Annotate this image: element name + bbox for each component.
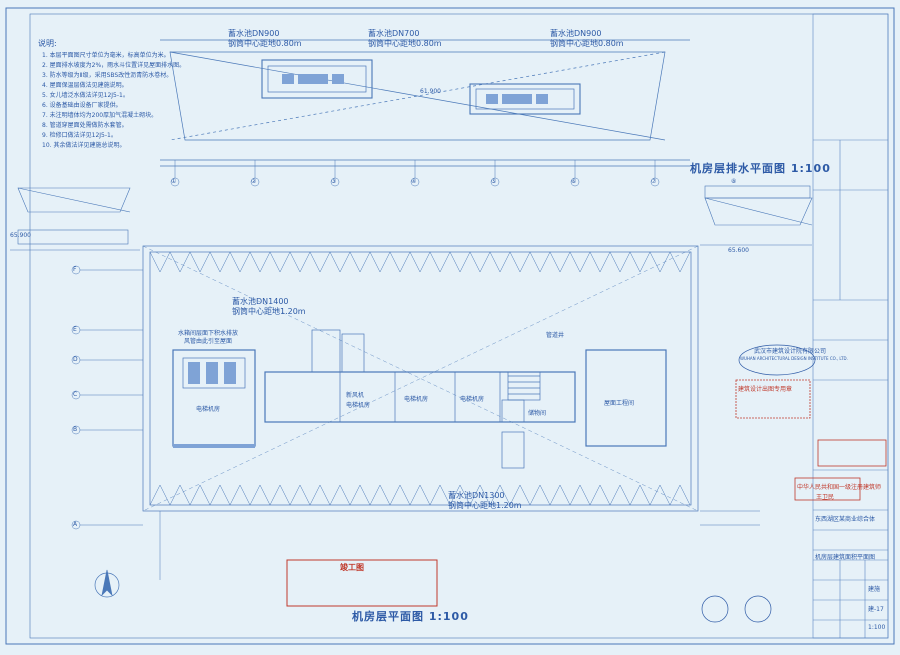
grid-top-6: ⑥: [571, 178, 577, 185]
upper-plan-title: 机房层排水平面图 1:100: [690, 162, 831, 175]
lower-plan-title: 机房层平面图 1:100: [352, 610, 469, 623]
drawing-name: 机房层建筑面积平面图: [815, 554, 876, 561]
grid-side-A: A: [73, 521, 78, 528]
lower-plan-equipment: [173, 362, 255, 448]
project-name: 东西湖区某商业综合体: [815, 516, 876, 523]
room-label-right: 屋面工程间: [604, 400, 635, 407]
elevation-3: 61.900: [420, 88, 441, 95]
room-note-left: 水箱间层面下积水排放: [178, 330, 239, 337]
grid-top-1: ①: [171, 178, 177, 185]
upper-grid-ticks: [170, 160, 660, 187]
pipe-note-lower-top-2: 钢筒中心距地1.20m: [232, 307, 306, 316]
grid-side-B: B: [73, 426, 78, 433]
pipe-note-lower-top-1: 蓄水池DN1400: [232, 297, 289, 306]
completed-stamp: 竣工图: [340, 563, 364, 572]
pipe-note-lower-bottom-1: 蓄水池DN1300: [448, 491, 505, 500]
upper-plan-equipment: [282, 74, 548, 104]
note-line-1: 1. 本层平面图尺寸单位为毫米，标高单位为米。: [42, 52, 170, 59]
pipe-note-upper-mid-2: 钢筒中心距地0.80m: [368, 39, 442, 48]
grid-top-4: ④: [411, 178, 417, 185]
grid-side-E: E: [73, 326, 77, 333]
grid-top-2: ②: [251, 178, 257, 185]
red-stamps: [286, 379, 887, 607]
title-block: [812, 13, 889, 639]
pipe-note-upper-mid-1: 蓄水池DN700: [368, 29, 420, 38]
grid-side-D: D: [73, 356, 78, 363]
scale: 1:100: [868, 624, 886, 631]
grid-side-C: C: [73, 391, 78, 398]
company-en: WUHAN ARCHITECTURAL DESIGN INSTITUTE CO.…: [740, 356, 848, 361]
note-line-6: 6. 设备基础由设备厂家提供。: [42, 102, 122, 109]
note-line-5: 5. 女儿墙泛水做法详见12J5-1。: [42, 92, 129, 99]
north-arrow: [94, 569, 120, 598]
seal-mid: 中华人民共和国一级注册建筑师: [797, 484, 882, 491]
blue-seals: [701, 344, 816, 623]
pipe-note-upper-right-2: 钢筒中心距地0.80m: [550, 39, 624, 48]
grid-top-5: ⑤: [491, 178, 497, 185]
pipe-note-upper-left-1: 蓄水池DN900: [228, 29, 280, 38]
detail-left: [10, 187, 140, 251]
pipe-note-upper-right-1: 蓄水池DN900: [550, 29, 602, 38]
note-line-2: 2. 屋面排水坡度为2%，雨水斗位置详见屋面排水图。: [42, 62, 186, 69]
company-cn: 武汉市建筑设计院有限公司: [754, 348, 827, 355]
room-label-mid-2: 电梯机房: [346, 402, 371, 409]
note-line-3: 3. 防水等级为Ⅱ级，采用SBS改性沥青防水卷材。: [42, 72, 173, 79]
note-line-8: 8. 管道穿屋面处需做防水套管。: [42, 122, 128, 129]
room-label-mid: 新风机: [346, 392, 365, 399]
upper-plan: [160, 39, 690, 167]
elevation-1: 65.900: [10, 232, 31, 239]
seal-name: 王卫民: [816, 494, 835, 501]
sheet-border: [5, 7, 895, 645]
elevation-2: 65.600: [728, 247, 749, 254]
room-label-equip1: 电梯机房: [404, 396, 429, 403]
room-label-store: 储物间: [528, 410, 547, 417]
sheet-no: 建-17: [868, 606, 884, 613]
sheet-inner-border: [29, 13, 889, 639]
note-line-10: 10. 其余做法详见建施总说明。: [42, 142, 126, 149]
discipline: 建施: [868, 586, 881, 593]
notes-heading: 说明:: [38, 39, 57, 48]
pipe-note-upper-left-2: 钢筒中心距地0.80m: [228, 39, 302, 48]
pipe-note-lower-bottom-2: 钢筒中心距地1.20m: [448, 501, 522, 510]
room-label-pipe-well: 管道井: [546, 332, 565, 339]
note-line-4: 4. 屋面保温层做法见建施说明。: [42, 82, 128, 89]
grid-top-8: ⑧: [731, 178, 737, 185]
lower-grid-ticks: [71, 265, 760, 580]
note-line-9: 9. 检修口做法详见12J5-1。: [42, 132, 117, 139]
seal-top: 建筑设计出图专用章: [738, 386, 793, 393]
detail-right: [700, 185, 813, 246]
room-note-left-2: 风管由此引至屋面: [184, 338, 233, 345]
lower-plan: [142, 245, 699, 512]
room-label-left: 电梯机房: [196, 406, 221, 413]
room-label-equip2: 电梯机房: [460, 396, 485, 403]
grid-top-3: ③: [331, 178, 337, 185]
grid-side-F: F: [73, 266, 77, 273]
note-line-7: 7. 未注明墙体均为200厚加气混凝土砌块。: [42, 112, 158, 119]
grid-top-7: ⑦: [651, 178, 657, 185]
